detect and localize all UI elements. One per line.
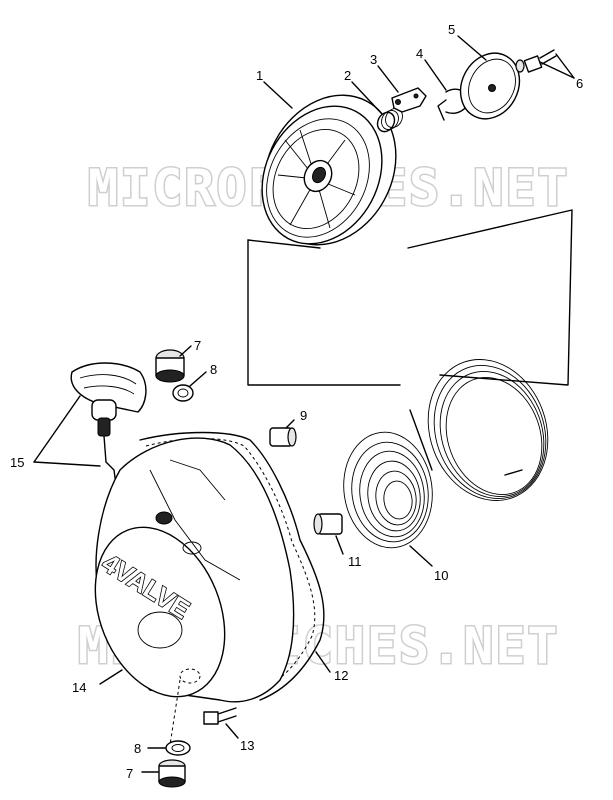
mounting-bolt-part <box>203 707 237 725</box>
washer-bottom-part <box>165 740 191 756</box>
recoil-spring-part <box>343 409 433 549</box>
washer-top-part <box>172 384 194 402</box>
callout-4: 4 <box>416 46 423 61</box>
callout-3: 3 <box>370 52 377 67</box>
callout-2: 2 <box>344 68 351 83</box>
callout-13: 13 <box>240 738 254 753</box>
callout-7-top: 7 <box>194 338 201 353</box>
callout-15: 15 <box>10 455 24 470</box>
bushing-part <box>269 427 297 447</box>
assembly-guide-lines <box>247 209 573 386</box>
pulley-part <box>261 94 397 246</box>
starter-handle-part <box>70 362 147 501</box>
callout-9: 9 <box>300 408 307 423</box>
small-spring-part <box>376 107 403 133</box>
plate-bolt-part <box>515 49 557 73</box>
friction-plate-part <box>459 52 521 120</box>
callout-5: 5 <box>448 22 455 37</box>
ratchet-part <box>391 87 427 113</box>
callout-10: 10 <box>434 568 448 583</box>
starter-housing-part <box>94 437 295 746</box>
callout-12: 12 <box>334 668 348 683</box>
callout-14: 14 <box>72 680 86 695</box>
drain-cap-top-part <box>155 349 185 383</box>
starter-rope-coil <box>427 359 549 501</box>
drain-plug-bottom-part <box>158 759 186 788</box>
callout-11: 11 <box>348 554 362 569</box>
callout-1: 1 <box>256 68 263 83</box>
callout-7-bottom: 7 <box>126 766 133 781</box>
callout-6: 6 <box>576 76 583 91</box>
gasket-part <box>139 431 325 701</box>
callout-8-top: 8 <box>210 362 217 377</box>
sleeve-part <box>313 513 343 535</box>
leader-lines <box>33 35 575 773</box>
callout-8-bottom: 8 <box>134 741 141 756</box>
